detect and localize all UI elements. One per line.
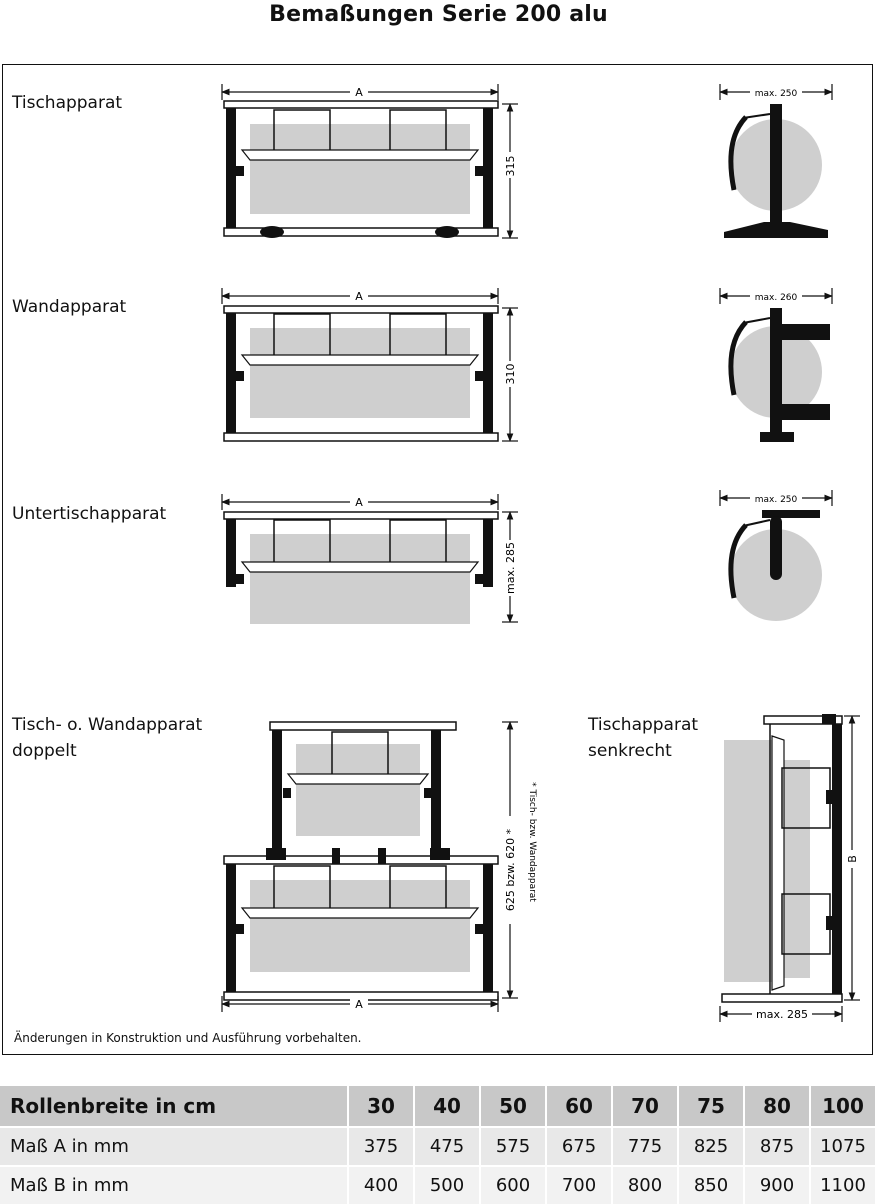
doppelt-label-2: doppelt [12,741,77,761]
doppelt-dim-note: * Tisch- bzw. Wandapparat [527,782,537,902]
doppelt-label-1: Tisch- o. Wandapparat [12,715,203,735]
table-cell: 775 [612,1128,679,1165]
tisch-dim-a: A [355,86,363,99]
table-header-cell: 80 [744,1086,811,1126]
footnote: Änderungen in Konstruktion und Ausführun… [14,1031,362,1045]
senkrecht-dim-b: B [846,855,859,863]
wand-label: Wandapparat [12,297,127,317]
untertisch-side-drawing: max. 250 [719,490,833,621]
table-cell: 375 [348,1128,415,1165]
untertisch-side-dim: max. 250 [755,495,798,505]
table-header-cell: 50 [480,1086,547,1126]
table-cell: 500 [414,1167,481,1204]
table-cell: 475 [414,1128,481,1165]
table-header-cell: 40 [414,1086,481,1126]
senkrecht-drawing: B max. 285 [719,714,860,1022]
wand-dim-a: A [355,290,363,303]
untertisch-label: Untertischapparat [12,504,167,524]
tisch-dim-h: 315 [504,156,517,177]
dimension-table: Rollenbreite in cm 30 40 50 60 70 75 80 … [0,1086,877,1204]
wand-dim-h: 310 [504,364,517,385]
table-cell: 600 [480,1167,547,1204]
table-header-cell: 75 [678,1086,745,1126]
table-cell: 850 [678,1167,745,1204]
table-cell: 1100 [810,1167,877,1204]
doppelt-front-drawing: A 625 bzw. 620 * * Tisch- bzw. Wandappar… [221,721,537,1012]
table-cell: 825 [678,1128,745,1165]
table-row: Maß B in mm 400 500 600 700 800 850 900 … [0,1167,877,1204]
table-row-label: Maß B in mm [0,1167,349,1204]
wand-front-drawing: A 310 [221,287,518,442]
table-header-cell: 30 [348,1086,415,1126]
wand-side-dim: max. 260 [755,293,798,303]
untertisch-dim-a: A [355,496,363,509]
page-title: Bemaßungen Serie 200 alu [269,2,608,27]
senkrecht-label-2: senkrecht [588,741,672,761]
table-header-label: Rollenbreite in cm [0,1086,349,1126]
table-row: Maß A in mm 375 475 575 675 775 825 875 … [0,1128,877,1165]
table-row-label: Maß A in mm [0,1128,349,1165]
senkrecht-side-dim: max. 285 [756,1008,808,1021]
technical-drawings: A 315 max. 250 A [221,83,860,1022]
table-header-row: Rollenbreite in cm 30 40 50 60 70 75 80 … [0,1086,877,1126]
table-cell: 875 [744,1128,811,1165]
table-cell: 900 [744,1167,811,1204]
table-header-cell: 100 [810,1086,877,1126]
senkrecht-label-1: Tischapparat [588,715,699,735]
untertisch-dim-h: max. 285 [504,542,517,594]
tisch-front-drawing: A 315 [221,83,518,239]
tisch-side-drawing: max. 250 [719,84,833,238]
drawing-frame [2,64,873,1055]
table-cell: 800 [612,1167,679,1204]
wand-side-drawing: max. 260 [719,288,833,442]
tisch-side-dim: max. 250 [755,89,798,99]
doppelt-dim-a: A [355,998,363,1011]
table-cell: 1075 [810,1128,877,1165]
table-cell: 575 [480,1128,547,1165]
doppelt-dim-h: 625 bzw. 620 * [504,828,517,911]
table-cell: 675 [546,1128,613,1165]
table-cell: 700 [546,1167,613,1204]
table-header-cell: 70 [612,1086,679,1126]
untertisch-front-drawing: A max. 285 [221,493,518,624]
table-header-cell: 60 [546,1086,613,1126]
table-cell: 400 [348,1167,415,1204]
tisch-label: Tischapparat [12,93,123,113]
